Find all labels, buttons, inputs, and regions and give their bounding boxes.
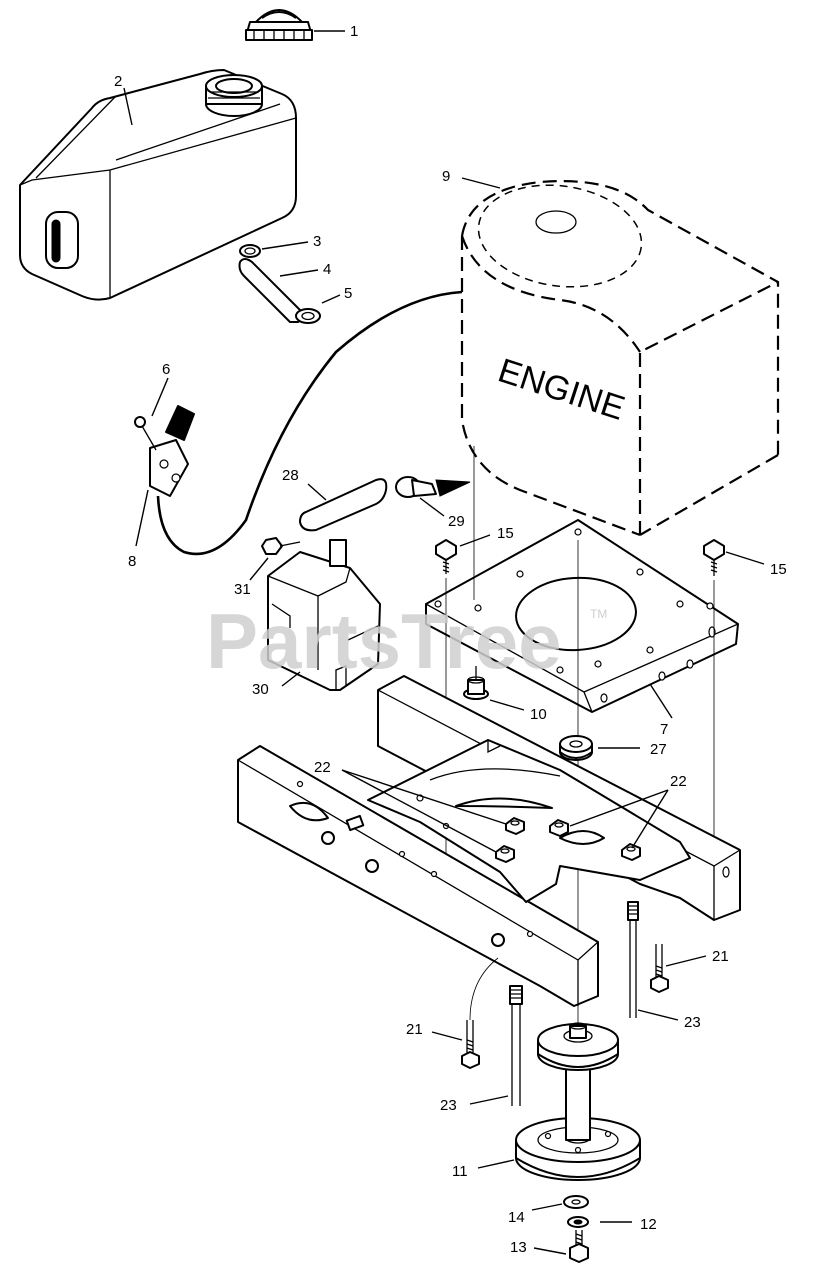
part-hose-clamp-lower[interactable] [295,308,321,324]
part-bolt-15-left[interactable] [435,539,457,574]
part-hose-28[interactable] [299,478,388,532]
engine-label: ENGINE [494,351,630,427]
part-pulley[interactable] [515,1022,641,1181]
part-nut-22-a[interactable] [505,817,525,835]
callout-4: 4 [323,261,331,278]
part-clamp-29[interactable] [395,476,471,498]
part-frame-rail-front[interactable] [237,745,599,1007]
watermark-tm: TM [590,607,607,621]
part-nut-22-d[interactable] [621,843,641,861]
part-fuel-tank[interactable] [19,69,297,301]
callout-30: 30 [252,681,269,698]
watermark: PartsTree [206,597,562,685]
part-fuel-hose[interactable] [238,258,304,323]
callout-7: 7 [660,721,668,738]
part-screw-31[interactable] [261,537,301,555]
callout-3: 3 [313,233,321,250]
callout-21a: 21 [712,948,729,965]
callout-6: 6 [162,361,170,378]
callout-5: 5 [344,285,352,302]
callout-8: 8 [128,553,136,570]
part-engine[interactable]: ENGINE [460,175,780,537]
part-throttle-cable[interactable] [156,290,463,556]
part-heat-shield[interactable] [267,539,381,691]
callout-22a: 22 [314,759,331,776]
callout-21b: 21 [406,1021,423,1038]
callout-22b: 22 [670,773,687,790]
callout-28: 28 [282,467,299,484]
part-bolt-10[interactable] [463,666,489,700]
callout-15a: 15 [497,525,514,542]
part-throttle-control[interactable] [134,405,195,497]
part-washer-14[interactable] [563,1195,589,1209]
part-fuel-cap[interactable] [245,9,313,41]
callout-1: 1 [350,23,358,40]
callout-31: 31 [234,581,251,598]
callout-12: 12 [640,1216,657,1233]
part-stud-23-right[interactable] [627,901,639,1018]
part-bolt-21-right[interactable] [650,944,669,993]
callout-10: 10 [530,706,547,723]
part-lockwasher-12[interactable] [567,1216,589,1228]
part-hose-clamp-upper[interactable] [239,244,261,258]
part-stud-23-left[interactable] [509,985,523,1106]
part-bolt-21-left[interactable] [461,1020,480,1069]
callout-23b: 23 [440,1097,457,1114]
callout-29: 29 [448,513,465,530]
callout-14: 14 [508,1209,525,1226]
part-spacer-27[interactable] [559,735,593,761]
part-nut-22-b[interactable] [549,819,569,837]
callout-2: 2 [114,73,122,90]
callout-13: 13 [510,1239,527,1256]
part-nut-22-c[interactable] [495,845,515,863]
callout-27: 27 [650,741,667,758]
part-bolt-13[interactable] [569,1230,589,1263]
callout-23a: 23 [684,1014,701,1031]
part-engine-plate[interactable] [425,519,739,713]
part-mounting-bracket[interactable] [367,739,691,903]
part-bolt-15-right[interactable] [703,539,725,576]
callout-15b: 15 [770,561,787,578]
callout-9: 9 [442,168,450,185]
callout-11: 11 [452,1163,468,1180]
